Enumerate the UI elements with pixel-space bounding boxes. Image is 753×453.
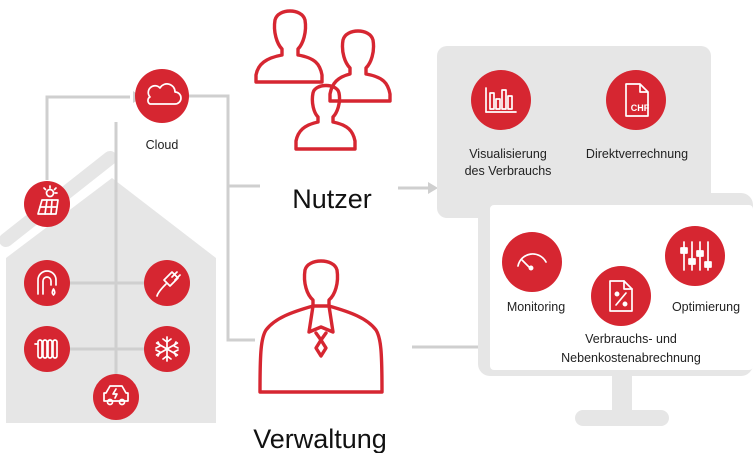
cost-billing-label-line1: Verbrauchs- und <box>585 332 677 346</box>
water-tap-icon <box>37 270 57 296</box>
cost-billing-circle <box>591 266 651 326</box>
gauge-icon <box>517 253 547 271</box>
electric-car-icon <box>103 385 129 406</box>
cloud-node: Cloud <box>135 69 189 152</box>
users-group-icon: Nutzer <box>254 9 392 214</box>
sliders-icon <box>680 241 712 271</box>
cost-billing-label-line2: Nebenkostenabrechnung <box>561 351 701 365</box>
manager-head <box>302 259 340 308</box>
device-water <box>24 260 70 306</box>
optimization-label: Optimierung <box>672 300 740 314</box>
panel-item-billing: CHF Direktverrechnung <box>586 70 688 161</box>
user-person-left <box>254 9 324 84</box>
device-power <box>144 260 190 306</box>
monitoring-circle <box>502 232 562 292</box>
manager-tie <box>314 331 328 358</box>
monitor-stand-base <box>575 410 669 426</box>
device-solar <box>24 181 70 227</box>
snowflake-icon <box>155 336 179 362</box>
manager-body <box>258 304 384 394</box>
user-panel-background <box>437 46 711 218</box>
chf-document-icon <box>625 83 649 117</box>
cloud-circle <box>135 69 189 123</box>
cloud-icon <box>147 83 182 105</box>
monitor-item-cost-billing: Verbrauchs- und Nebenkostenabrechnung <box>561 266 701 365</box>
solar-panel-icon <box>37 185 59 215</box>
plug-icon <box>156 271 181 297</box>
manager-icon: Verwaltung <box>253 259 387 453</box>
monitor-stand-neck <box>612 376 632 414</box>
user-panel <box>437 46 711 218</box>
monitor-item-monitoring: Monitoring <box>502 232 565 314</box>
bar-chart-icon <box>485 87 517 113</box>
users-label: Nutzer <box>292 184 372 214</box>
visualization-label-line2: des Verbrauchs <box>465 164 552 178</box>
device-heating <box>24 326 70 372</box>
cloud-label: Cloud <box>146 138 179 152</box>
percent-document-icon <box>609 280 633 312</box>
device-cooling <box>144 326 190 372</box>
panel-item-visualization: Visualisierung des Verbrauchs <box>465 70 552 178</box>
connector-solar-cloud <box>45 95 130 180</box>
manager-collar <box>307 304 335 334</box>
radiator-icon <box>34 339 58 359</box>
device-ev <box>93 374 139 420</box>
water-circle <box>24 260 70 306</box>
optimization-circle <box>665 226 725 286</box>
monitoring-label: Monitoring <box>507 300 565 314</box>
arrow-users-panel <box>428 182 438 194</box>
billing-circle <box>606 70 666 130</box>
connector-cloud-split <box>182 94 255 342</box>
user-person-center <box>294 83 357 151</box>
admin-label: Verwaltung <box>253 424 387 453</box>
chf-icon-text: CHF <box>631 103 650 113</box>
user-person-right <box>328 29 392 103</box>
visualization-label-line1: Visualisierung <box>469 147 547 161</box>
billing-label: Direktverrechnung <box>586 147 688 161</box>
visualization-circle <box>471 70 531 130</box>
monitor-item-optimization: Optimierung <box>665 226 740 314</box>
